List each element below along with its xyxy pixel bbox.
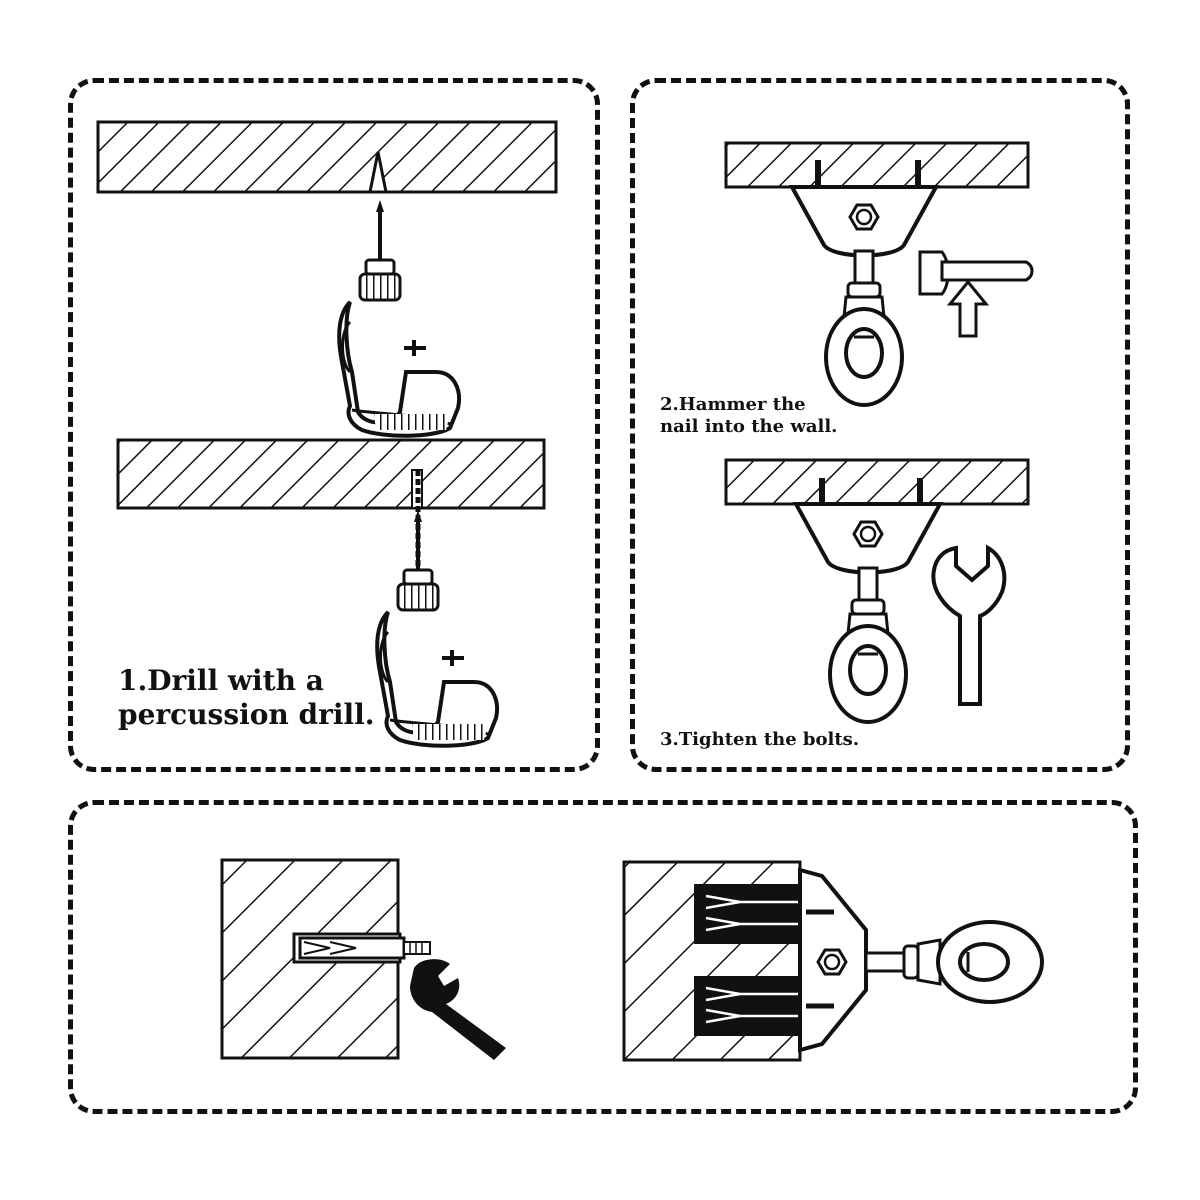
swivel-hook-icon (790, 185, 938, 407)
step2-caption: 2.Hammer the nail into the wall. (660, 394, 880, 437)
drill-icon (375, 470, 500, 748)
ceiling-slab-bottom (116, 438, 546, 510)
step2-3-panel (630, 78, 1130, 772)
swivel-hook-icon (794, 502, 942, 724)
hammer-icon (918, 250, 1034, 296)
step3-caption: 3.Tighten the bolts. (660, 729, 920, 751)
step1-panel (68, 78, 600, 772)
wrench-icon (931, 544, 1007, 706)
ceiling-slab-step3 (724, 458, 1030, 506)
step2-caption-line2: nail into the wall. (660, 415, 838, 437)
wrench-icon (410, 959, 506, 1060)
ceiling-slab-step2 (724, 141, 1030, 189)
step2-caption-line1: 2.Hammer the (660, 394, 806, 415)
drill-icon (337, 198, 462, 438)
ceiling-slab-top (96, 120, 558, 194)
step3-caption-line1: 3.Tighten the bolts. (660, 729, 860, 750)
wall-section-right (622, 860, 806, 1062)
step1-caption-line2: percussion drill. (118, 697, 375, 731)
step1-caption-line1: 1.Drill with a (118, 664, 324, 697)
installation-detail-panel (68, 800, 1138, 1114)
step1-caption: 1.Drill with a percussion drill. (118, 664, 418, 731)
arrow-up-icon (946, 279, 990, 338)
swivel-hook-icon (798, 867, 1044, 1053)
expansion-bolt-icon (298, 936, 431, 960)
